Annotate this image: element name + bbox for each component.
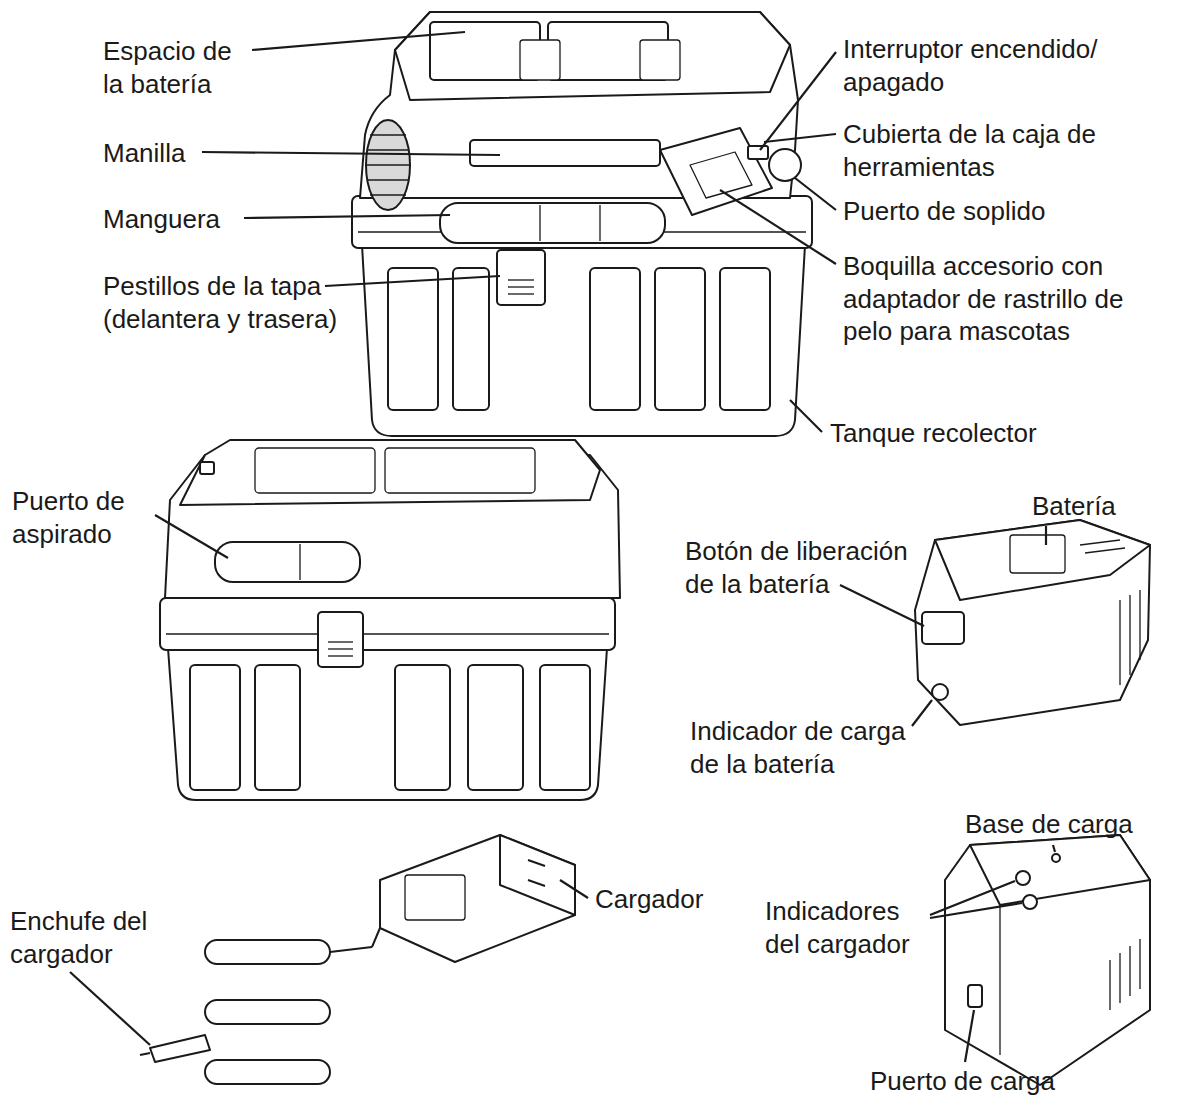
part-label: Espacio de la batería xyxy=(103,35,248,100)
charger-adapter xyxy=(140,835,575,1084)
part-label: Puerto de aspirado xyxy=(12,485,152,550)
part-label: Base de carga xyxy=(965,808,1165,841)
leader-lines xyxy=(70,32,1055,1062)
part-label: Indicador de carga de la batería xyxy=(690,715,920,780)
part-label: Pestillos de la tapa (delantera y traser… xyxy=(103,270,353,335)
battery-pack xyxy=(915,520,1150,725)
part-label: Indicadores del cargador xyxy=(765,895,925,960)
part-label: Batería xyxy=(1032,490,1162,523)
lower-unit xyxy=(160,440,620,800)
part-label: Tanque recolector xyxy=(830,417,1130,450)
part-label: Interruptor encendido/ apagado xyxy=(843,33,1118,98)
part-label: Cubierta de la caja de herramientas xyxy=(843,118,1118,183)
part-label: Botón de liberación de la batería xyxy=(685,535,925,600)
part-label: Puerto de carga xyxy=(870,1065,1110,1098)
part-label: Manguera xyxy=(103,203,303,236)
part-label: Manilla xyxy=(103,137,303,170)
part-label: Cargador xyxy=(595,883,735,916)
upper-unit xyxy=(352,12,812,436)
part-label: Puerto de soplido xyxy=(843,195,1103,228)
part-label: Enchufe del cargador xyxy=(10,905,160,970)
part-label: Boquilla accesorio con adaptador de rast… xyxy=(843,250,1143,348)
charging-base xyxy=(945,835,1150,1085)
